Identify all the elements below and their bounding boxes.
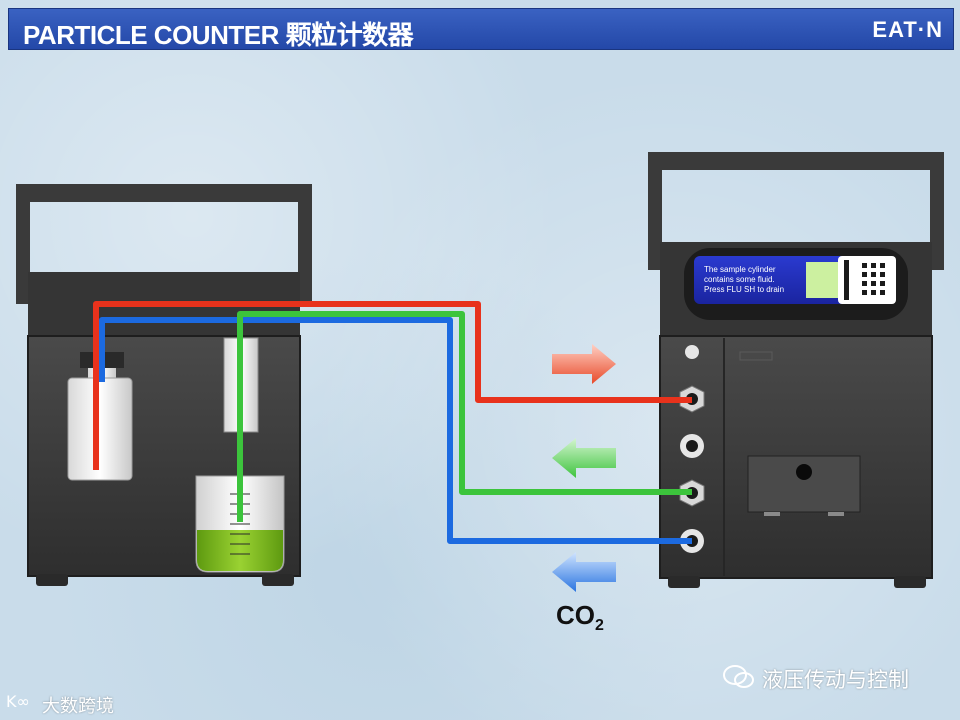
port-spare — [680, 434, 704, 458]
left-handle-left — [16, 184, 30, 304]
left-handle-top — [16, 184, 312, 202]
right-handle-right — [930, 152, 944, 270]
left-handle-right — [298, 184, 312, 304]
watermark-source: 大数跨境 — [42, 696, 114, 717]
flow-arrow-right-red — [552, 344, 616, 384]
co2-label-sub: 2 — [595, 617, 604, 634]
left-foot-1 — [36, 574, 68, 586]
keypad-keys — [844, 260, 885, 300]
title-bar: PARTICLE COUNTER 颗粒计数器 EAT·N — [8, 8, 954, 50]
indicator-light — [685, 345, 699, 359]
beaker-fluid — [197, 530, 283, 571]
page-title: PARTICLE COUNTER 颗粒计数器 — [23, 20, 414, 50]
red-sample-line — [93, 301, 692, 470]
flow-arrow-left-green — [552, 438, 616, 478]
watermark-logo-mark: K∞ — [6, 692, 30, 711]
flow-arrow-left-blue — [552, 552, 616, 592]
display-line-1: The sample cylinder — [704, 265, 776, 274]
vent-slot — [739, 351, 773, 361]
beaker-graduations — [230, 493, 250, 555]
wechat-icon — [723, 665, 754, 688]
blue-co2-line — [99, 317, 692, 544]
watermark-channel-name: 液压传动与控制 — [762, 668, 909, 692]
display-line-2: contains some fluid. — [704, 275, 775, 284]
right-handle-left — [648, 152, 662, 270]
bottle-body — [67, 377, 133, 481]
display-line-3: Press FLU SH to drain — [704, 285, 785, 294]
right-foot-2 — [894, 576, 926, 588]
waste-beaker — [195, 475, 285, 573]
green-drain-line — [237, 311, 692, 522]
printer-button — [796, 464, 812, 480]
right-handle-top — [648, 152, 944, 170]
co2-label-main: CO — [556, 600, 595, 630]
left-foot-2 — [262, 574, 294, 586]
display-message: The sample cylinder contains some fluid.… — [704, 265, 804, 295]
particle-counter-unit — [648, 152, 944, 588]
printer-tab-1 — [764, 512, 780, 516]
right-foot-1 — [668, 576, 700, 588]
printer-tab-2 — [828, 512, 844, 516]
eaton-logo: EAT·N — [872, 17, 943, 42]
co2-label: CO2 — [556, 600, 604, 635]
display-indicator — [806, 262, 838, 298]
left-sampler-unit — [16, 184, 312, 586]
